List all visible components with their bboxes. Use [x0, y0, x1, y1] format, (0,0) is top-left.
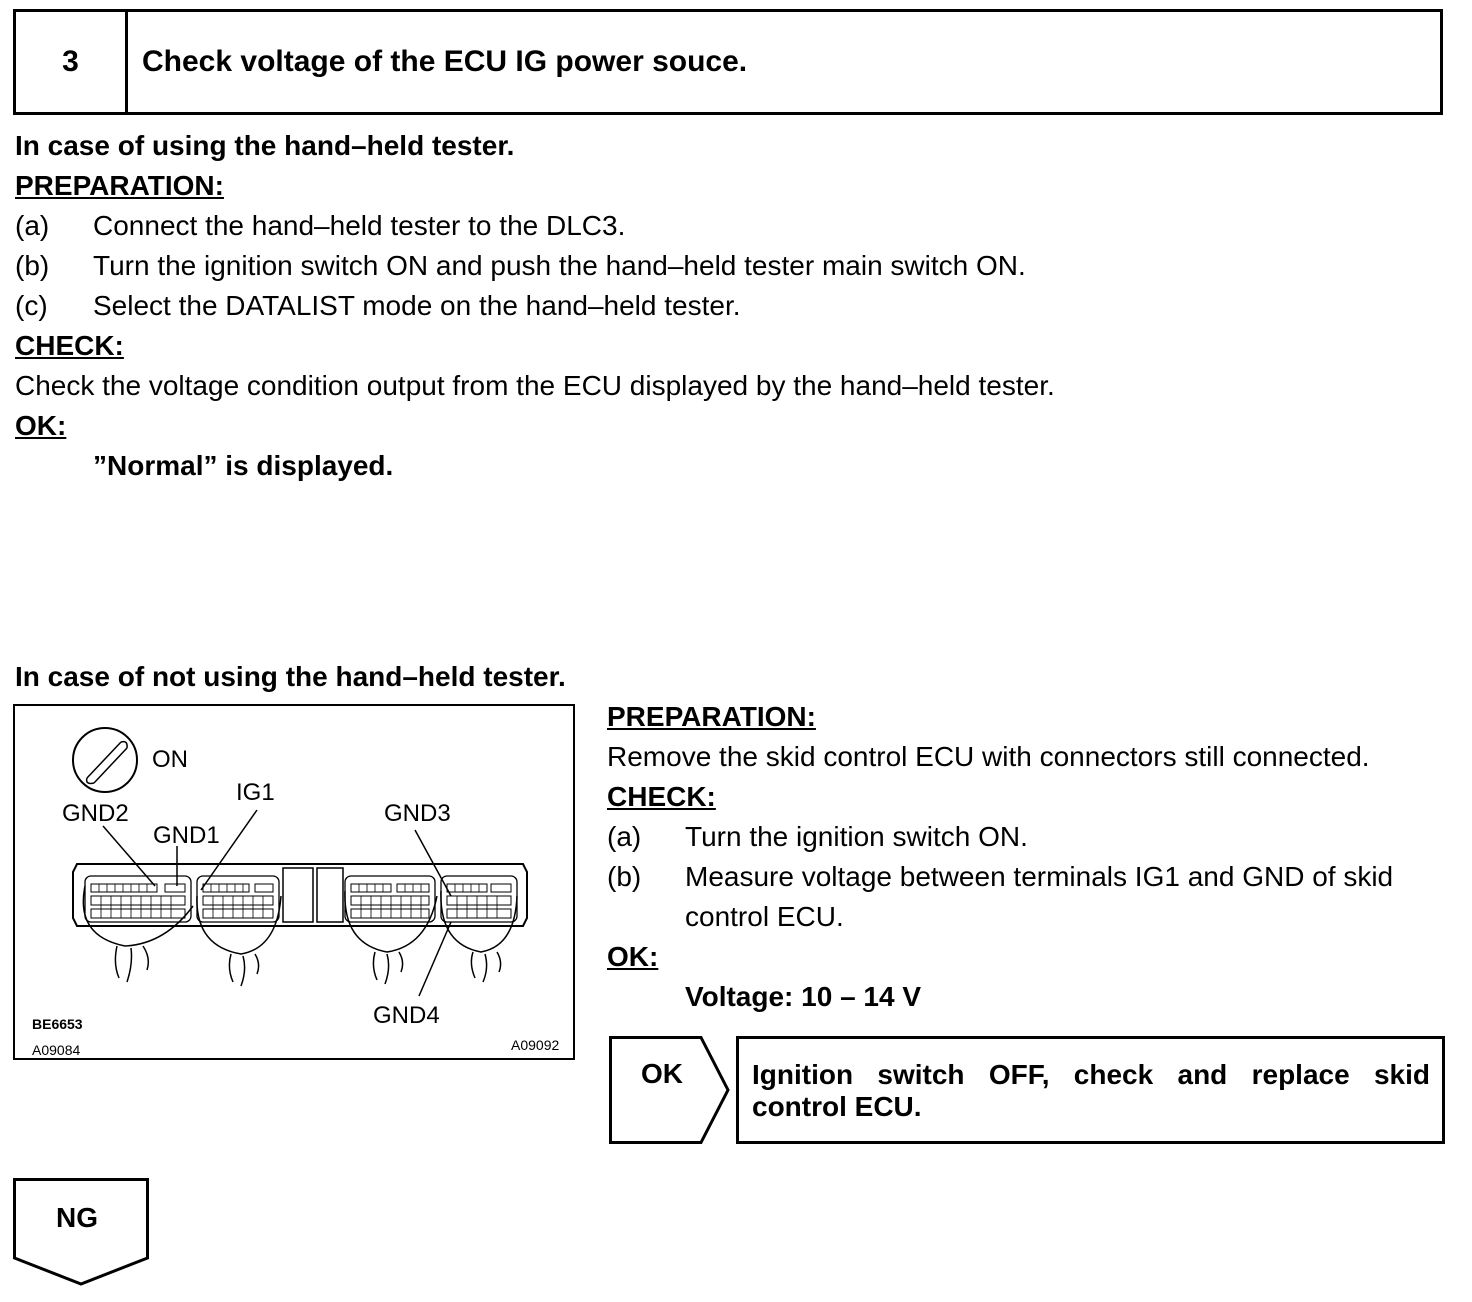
- item-letter: (b): [15, 250, 50, 281]
- label-gnd3: GND3: [384, 800, 451, 827]
- connector-illustration: [72, 727, 528, 997]
- section1-check-text: Check the voltage condition output from …: [15, 370, 1055, 401]
- section2-preparation-text: Remove the skid control ECU with connect…: [607, 741, 1370, 772]
- label-ig1: IG1: [236, 779, 275, 806]
- prep-item-a: (a) Connect the hand–held tester to the …: [15, 206, 1215, 246]
- figure-code-be: BE6653: [32, 1016, 83, 1032]
- down-arrow-icon: [13, 1178, 149, 1286]
- step-header: 3 Check voltage of the ECU IG power souc…: [13, 9, 1443, 115]
- section1-heading: In case of using the hand–held tester.: [15, 130, 515, 161]
- item-letter: (a): [607, 821, 642, 852]
- ok-action-box: Ignition switch OFF, check and replace s…: [736, 1036, 1445, 1144]
- figure-code-right: A09092: [511, 1037, 560, 1053]
- figure-code-left: A09084: [32, 1042, 81, 1058]
- step-title: Check voltage of the ECU IG power souce.: [142, 45, 748, 78]
- ecu-connector-diagram: ON IG1 GND2 GND1 GND3 GND4 BE6653 A09084…: [13, 704, 575, 1060]
- ng-arrow: NG: [13, 1178, 149, 1286]
- prep-item-b: (b) Turn the ignition switch ON and push…: [15, 246, 1215, 286]
- section2-heading: In case of not using the hand–held teste…: [15, 661, 566, 692]
- right-arrow-icon: [609, 1036, 730, 1144]
- section1-check-label: CHECK:: [15, 330, 124, 361]
- label-gnd4: GND4: [373, 1002, 440, 1029]
- item-letter: (a): [15, 210, 50, 241]
- check-item-b: (b) Measure voltage between terminals IG…: [607, 857, 1447, 937]
- prep-item-c: (c) Select the DATALIST mode on the hand…: [15, 286, 1215, 326]
- label-gnd1: GND1: [153, 822, 220, 849]
- item-text: Turn the ignition switch ON.: [685, 821, 1028, 852]
- section2-preparation-label: PREPARATION:: [607, 701, 816, 732]
- item-text: Connect the hand–held tester to the DLC3…: [93, 210, 626, 241]
- section2-ok-text: Voltage: 10 – 14 V: [685, 981, 922, 1012]
- item-text-continued: control ECU.: [685, 901, 844, 932]
- item-letter: (c): [15, 290, 48, 321]
- ok-arrow: OK: [609, 1036, 731, 1144]
- ok-result-label: OK: [641, 1058, 683, 1089]
- check-item-a: (a) Turn the ignition switch ON.: [607, 817, 1447, 857]
- label-on: ON: [152, 746, 188, 773]
- item-text: Turn the ignition switch ON and push the…: [93, 250, 1026, 281]
- section1-ok-text: ”Normal” is displayed.: [93, 450, 394, 481]
- ok-action-text: Ignition switch OFF, check and replace s…: [752, 1059, 1430, 1122]
- item-text: Measure voltage between terminals IG1 an…: [685, 861, 1394, 892]
- section1-ok-label: OK:: [15, 410, 67, 441]
- section2-ok-label: OK:: [607, 941, 659, 972]
- section2-check-label: CHECK:: [607, 781, 716, 812]
- label-gnd2: GND2: [62, 800, 129, 827]
- item-text: Select the DATALIST mode on the hand–hel…: [93, 290, 741, 321]
- ng-result-label: NG: [56, 1202, 98, 1233]
- step-number: 3: [16, 12, 128, 112]
- item-letter: (b): [607, 861, 642, 892]
- section1-preparation-label: PREPARATION:: [15, 170, 224, 201]
- ignition-key-icon: [72, 727, 138, 793]
